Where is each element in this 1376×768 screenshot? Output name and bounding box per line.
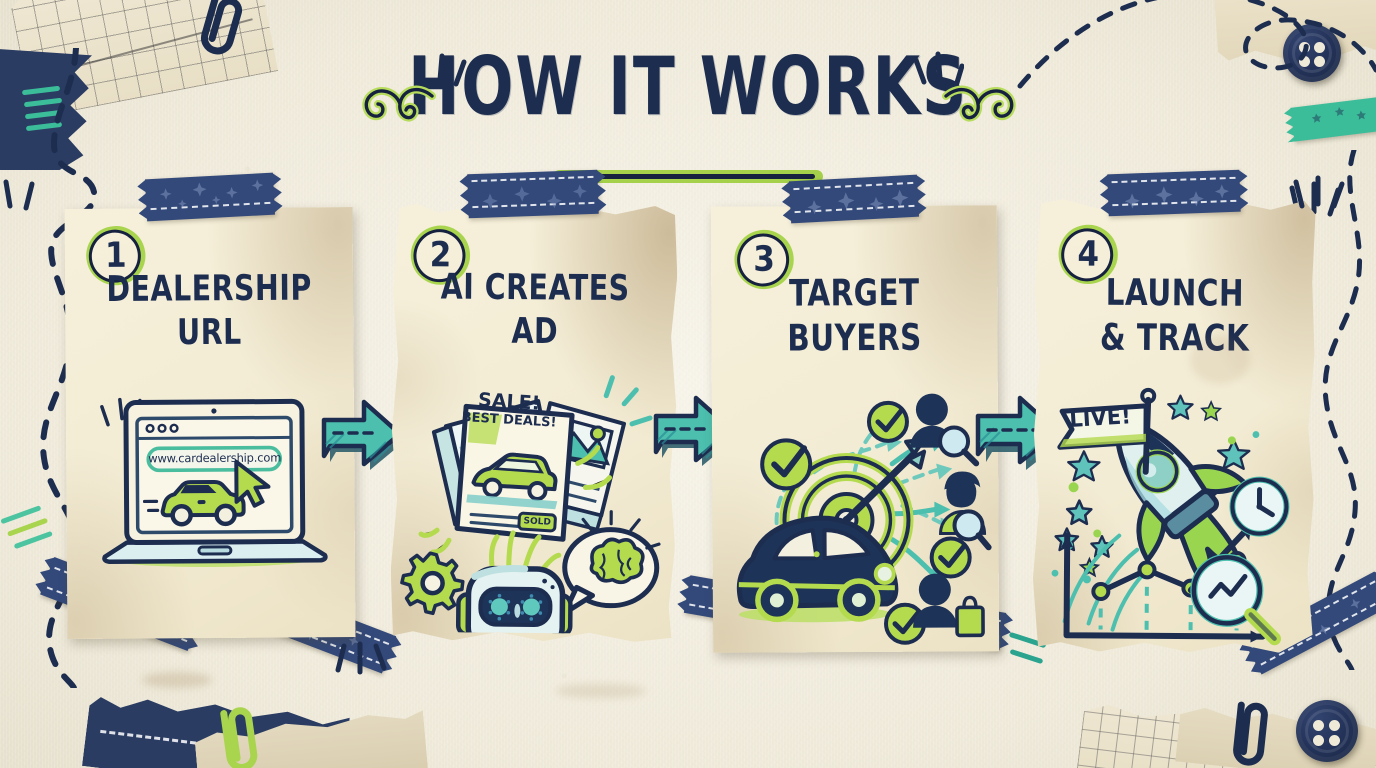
browser-dots <box>145 423 179 434</box>
car-icon <box>736 515 899 623</box>
ai-creates-ad-illustration <box>396 370 672 634</box>
url-bar <box>146 445 283 473</box>
washi-tape-card-4 <box>1107 170 1240 217</box>
car-icon <box>142 479 246 527</box>
step-card-2[interactable]: 2 AI CREATES AD <box>390 204 678 642</box>
page-title-block: HOW IT WORKS <box>0 40 1376 183</box>
paperclip-navy-bottom-right <box>1233 701 1268 766</box>
washi-tape-card-3 <box>789 175 919 224</box>
person-icon-1 <box>910 393 980 467</box>
title-swirl-left <box>362 85 436 122</box>
tick-marks-left-edge <box>3 179 35 211</box>
step-card-3[interactable]: 3 TARGET BUYERS <box>710 205 1000 653</box>
magnifier-icon-1 <box>938 425 980 467</box>
flyer-badge-label: SOLD <box>523 516 552 528</box>
step-title-1: DEALERSHIP URL <box>72 267 346 354</box>
step-title-3-line1: TARGET <box>788 271 920 316</box>
check-circle-icon-3 <box>929 536 972 579</box>
title-sparkle-left <box>418 53 467 91</box>
laptop-illustration <box>100 397 328 568</box>
step-title-3: TARGET BUYERS <box>718 271 990 360</box>
check-circle-icon-2 <box>866 400 909 443</box>
launch-track-illustration <box>1040 373 1308 651</box>
brain-bubble-icon <box>564 511 659 614</box>
step-title-1-line2: URL <box>176 311 242 354</box>
sparkle-marks-card1-left <box>335 641 387 675</box>
sparkle-marks-card4-right <box>1293 175 1345 209</box>
clock-icon <box>1232 479 1286 533</box>
flag-text: LIVE! <box>1068 402 1132 433</box>
person-icon-2 <box>939 471 992 551</box>
paperclip-navy-top-left <box>201 0 243 55</box>
step-title-4-line2: & TRACK <box>1099 316 1250 360</box>
step-title-4-line1: LAUNCH <box>1105 271 1245 316</box>
flag-icon <box>1060 389 1155 472</box>
paper-smudge-1 <box>142 672 212 688</box>
step-title-3-line2: BUYERS <box>787 316 922 360</box>
step-title-2-line1: AI CREATES <box>440 266 630 310</box>
step-title-1-line1: DEALERSHIP <box>106 267 312 311</box>
brain-icon <box>591 539 643 582</box>
step-title-2-line2: AD <box>511 310 559 353</box>
check-circle-icon-1 <box>760 438 813 491</box>
paperclip-green-bottom-left <box>220 707 258 768</box>
person-icon-3 <box>913 573 985 638</box>
shopping-bag-icon <box>955 595 985 638</box>
paper-smudge-3 <box>1190 336 1250 384</box>
sold-badge <box>519 513 556 531</box>
url-text: www.cardealership.com <box>148 450 282 466</box>
washi-tape-card-2 <box>467 170 598 219</box>
step-title-4: LAUNCH & TRACK <box>1041 275 1308 359</box>
gear-icon <box>402 553 463 614</box>
step-title-2: AI CREATES AD <box>400 270 670 352</box>
title-sparkle-right <box>913 51 964 89</box>
magnifier-icon-2 <box>952 509 992 551</box>
washi-tape-card-1 <box>145 173 275 222</box>
title-swirl-right <box>942 85 1016 122</box>
paper-smudge-2 <box>556 684 646 698</box>
page-title: HOW IT WORKS <box>408 39 968 134</box>
magnifier-icon <box>1194 557 1276 639</box>
title-underline <box>553 170 823 183</box>
cursor-icon <box>234 459 271 508</box>
button-navy-bottom-right <box>1296 700 1358 762</box>
dashed-path-top-right <box>1017 0 1376 89</box>
step-card-4[interactable]: 4 LAUNCH & TRACK <box>1032 199 1315 653</box>
robot-icon <box>458 532 571 634</box>
flyer-car-icon <box>473 454 555 499</box>
step-card-1[interactable]: 1 DEALERSHIP URL <box>64 206 356 640</box>
washi-tape-teal-stars-top-right <box>1290 92 1376 141</box>
target-buyers-illustration <box>736 393 992 645</box>
